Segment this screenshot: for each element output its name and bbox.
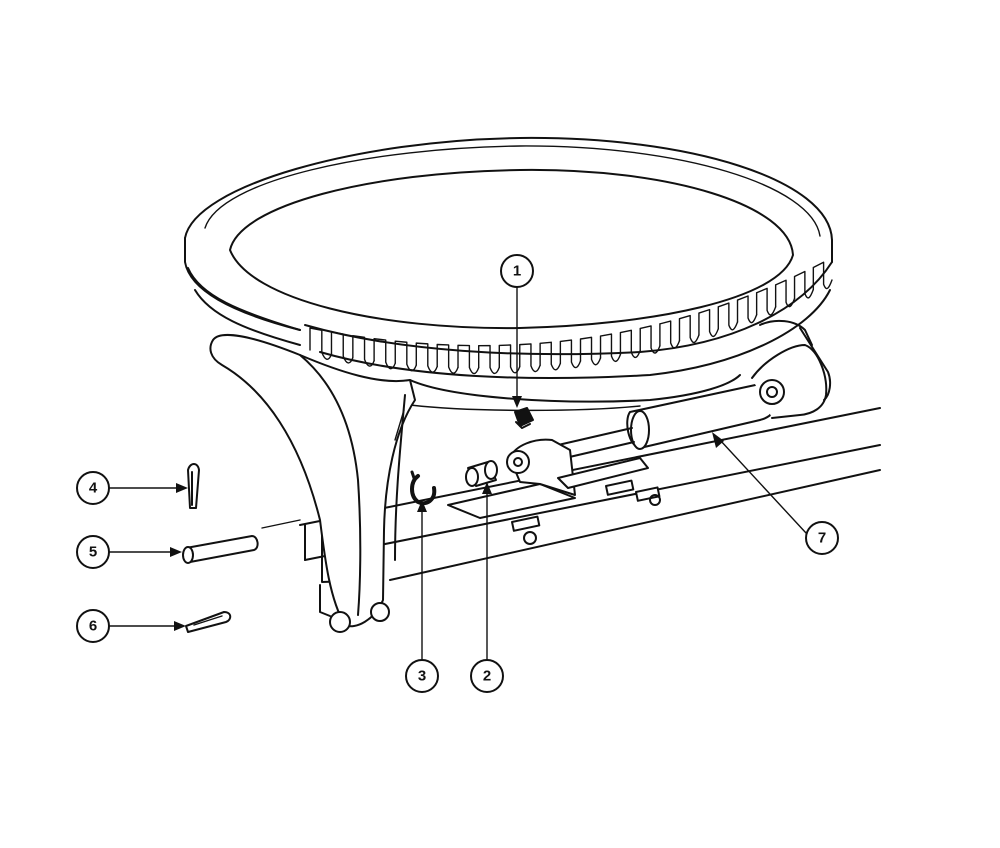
callout-label-2: 2 <box>483 668 491 685</box>
gear-tooth <box>352 334 375 367</box>
leader-lines <box>107 286 807 661</box>
callout-7: 7 <box>805 521 839 555</box>
roll-pin <box>187 463 200 509</box>
ring-gear <box>184 136 833 412</box>
gear-tooth <box>457 344 480 375</box>
callout-label-4: 4 <box>89 480 98 497</box>
gear-tooth <box>698 308 719 338</box>
gear-tooth <box>793 270 815 300</box>
gear-tooth <box>755 287 777 316</box>
gear-tooth <box>599 333 622 363</box>
callout-4: 4 <box>76 471 110 505</box>
gear-tooth <box>539 341 562 371</box>
callout-5: 5 <box>76 535 110 569</box>
gear-tooth <box>373 338 396 370</box>
callout-label-7: 7 <box>818 530 826 547</box>
gear-tooth <box>659 320 681 349</box>
snap-ring <box>410 470 437 506</box>
callout-3: 3 <box>405 659 439 693</box>
callouts: 1 2 3 4 5 6 7 <box>76 254 839 693</box>
gear-tooth <box>736 295 758 324</box>
bushing <box>465 460 498 487</box>
gear-tooth <box>478 344 500 375</box>
gear-tooth <box>519 343 541 373</box>
gear-tooth <box>774 279 796 308</box>
callout-1: 1 <box>500 254 534 288</box>
swing-lock-bracket <box>209 334 416 633</box>
callout-label-3: 3 <box>418 668 426 685</box>
callout-label-6: 6 <box>89 618 97 635</box>
callout-2: 2 <box>470 659 504 693</box>
swing-lock-cylinder <box>544 319 832 463</box>
gear-tooth <box>639 325 661 354</box>
cotter-pin <box>185 611 232 633</box>
pivot-mount <box>447 438 661 545</box>
callout-6: 6 <box>76 609 110 643</box>
callout-label-1: 1 <box>513 263 521 280</box>
gear-tooth <box>678 314 700 344</box>
grease-fitting <box>514 407 534 429</box>
callout-label-5: 5 <box>89 544 97 561</box>
pivot-pin <box>182 519 301 564</box>
gear-tooth <box>717 302 739 331</box>
gear-tooth <box>579 336 602 366</box>
gear-tooth <box>498 344 521 374</box>
